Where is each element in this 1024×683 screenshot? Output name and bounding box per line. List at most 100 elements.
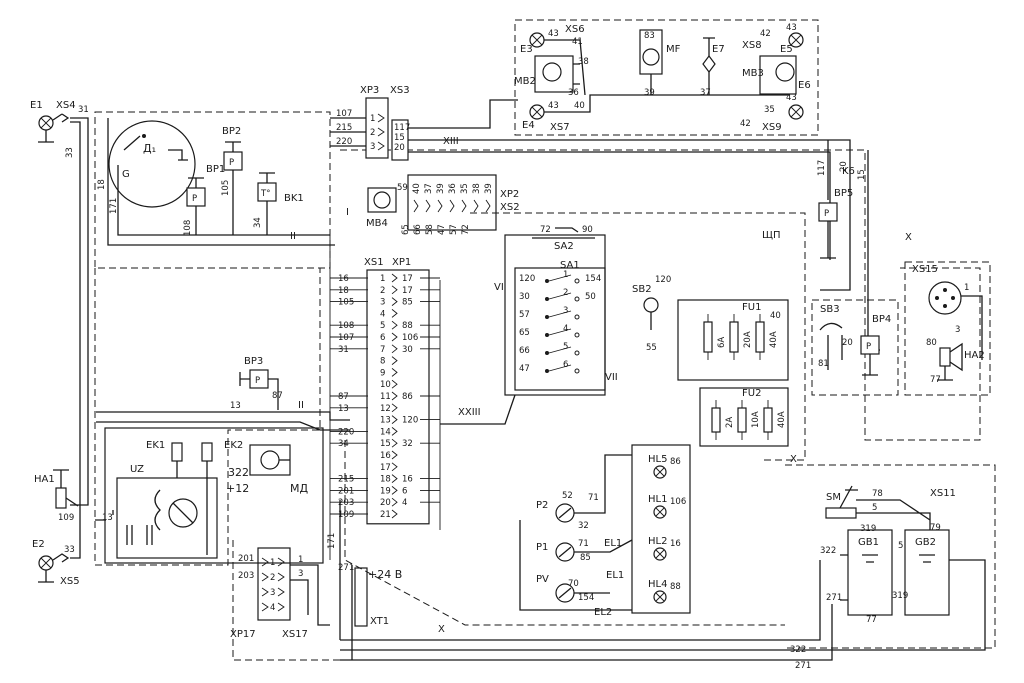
xp3-left-wire: 215 [336, 123, 352, 133]
terminal-xt1 [354, 567, 368, 627]
xp1-right-wire: 86 [402, 392, 413, 402]
switch-sb3 [819, 322, 843, 370]
wire-90: 90 [582, 225, 593, 235]
wire-43-e4: 43 [548, 101, 559, 111]
wire-80: 80 [926, 338, 937, 348]
gauge-pv [555, 583, 575, 603]
wire-3-xs15: 3 [955, 325, 960, 335]
label-hl2: HL2 [648, 536, 667, 547]
xp2-top-wire: 40 [412, 183, 422, 194]
label-xs11: XS11 [930, 488, 956, 499]
enclosure-dash [344, 440, 785, 626]
fu2-rating: 40A [777, 411, 787, 428]
label-xs5: XS5 [60, 576, 80, 587]
fu1-rating: 6A [717, 337, 727, 348]
xp1-pin: 14 [380, 427, 391, 437]
wire-18: 18 [97, 179, 107, 190]
wire-hl2: 16 [670, 539, 681, 549]
connector-xp17 [257, 547, 291, 621]
wire-319-bottom: 319 [892, 591, 908, 601]
sa1-position: 6 [563, 360, 568, 370]
wire-20: 20 [839, 161, 849, 172]
wire-78: 78 [872, 489, 883, 499]
converter-uz [116, 477, 218, 559]
label-xp1: XP1 [392, 257, 411, 268]
xp2-bottom-wire: 66 [413, 224, 423, 235]
label-e5: E5 [780, 44, 793, 55]
xp1-right-wire: 30 [402, 345, 413, 355]
xp1-pin: 6 [380, 333, 385, 343]
xp1-right-wire: 6 [402, 486, 407, 496]
wire-5-top: 5 [872, 503, 877, 513]
wire-13: 13 [230, 401, 241, 411]
xp1-pin: 11 [380, 392, 391, 402]
label-hl5: HL5 [648, 454, 667, 465]
wire-43-e6: 43 [786, 93, 797, 103]
wire-70: 70 [568, 579, 579, 589]
route-vii: VII [605, 372, 618, 383]
label-bp3: BP3 [244, 356, 263, 367]
wire-109: 109 [58, 513, 74, 523]
label-bp4: BP4 [872, 314, 891, 325]
label-xt1: XT1 [370, 616, 389, 627]
wire-43-e5: 43 [786, 23, 797, 33]
label-sa1: SA1 [560, 260, 580, 271]
wire-20-sb3: 20 [842, 338, 853, 348]
fu2-rating: 2A [725, 417, 735, 428]
label-sm: SM [826, 492, 841, 503]
wire-48: 40 [770, 311, 781, 321]
label-sa2: SA2 [554, 241, 574, 252]
wire-43-e3: 43 [548, 29, 559, 39]
wire-154: 154 [578, 593, 594, 603]
xp17-pin: 1 [270, 558, 275, 568]
horn-ha2 [937, 342, 963, 381]
lamp-e2 [38, 555, 54, 583]
sensor-bp2: P [223, 141, 243, 235]
horn-ha1 [53, 469, 79, 509]
button-sb2 [643, 297, 659, 330]
label-fu2: FU2 [742, 388, 761, 399]
svg-text:T°: T° [260, 189, 270, 199]
fu2-fuses: 2A 10A 40A [711, 400, 787, 440]
xp2-bottom-wire: 47 [437, 224, 447, 235]
label-el1-a: EL1 [604, 538, 622, 549]
label-e2: E2 [32, 539, 45, 550]
xp1-right-wire: 17 [402, 274, 413, 284]
xp1-right-wire: 4 [402, 498, 407, 508]
route-xiii: XIII [443, 136, 459, 147]
motor-md [249, 444, 291, 476]
xp1-pin: 19 [380, 486, 391, 496]
wire-203: 203 [238, 571, 254, 581]
label-hl1: HL1 [648, 494, 667, 505]
lamp-e6 [788, 104, 804, 120]
label-bp1: BP1 [206, 164, 225, 175]
xp1-left-wire: 34 [338, 439, 349, 449]
label-xp3: XP3 [360, 85, 379, 96]
sa1-left-wire: 65 [519, 328, 530, 338]
fu1-rating: 40A [769, 331, 779, 348]
xp1-left-wire: 13 [338, 404, 349, 414]
xp17-pin: 2 [270, 573, 275, 583]
xp1-right-wire: 120 [402, 416, 418, 426]
label-bp5: BP5 [834, 188, 853, 199]
label-xp17: XP17 [230, 629, 256, 640]
wire-322-bottom: 322 [790, 645, 806, 655]
xp3-right-wire: 117 [394, 123, 410, 133]
lamp-e5 [788, 32, 804, 48]
wire-79: 79 [930, 523, 941, 533]
fu2-rating: 10A [751, 411, 761, 428]
label-e3: E3 [520, 44, 533, 55]
wire-77-xs15: 77 [930, 375, 941, 385]
enclosure-k6 [340, 149, 981, 441]
xp1-left-wire: 109 [338, 510, 354, 520]
xp2-top-wire: 39 [436, 183, 446, 194]
svg-text:P: P [255, 376, 260, 386]
label-24v: +24 B [368, 568, 402, 581]
wire-hl4: 88 [670, 582, 681, 592]
route-x-bottom: X [438, 624, 445, 635]
sensor-bp1: P [186, 177, 206, 235]
sa1-position: 3 [563, 306, 568, 316]
